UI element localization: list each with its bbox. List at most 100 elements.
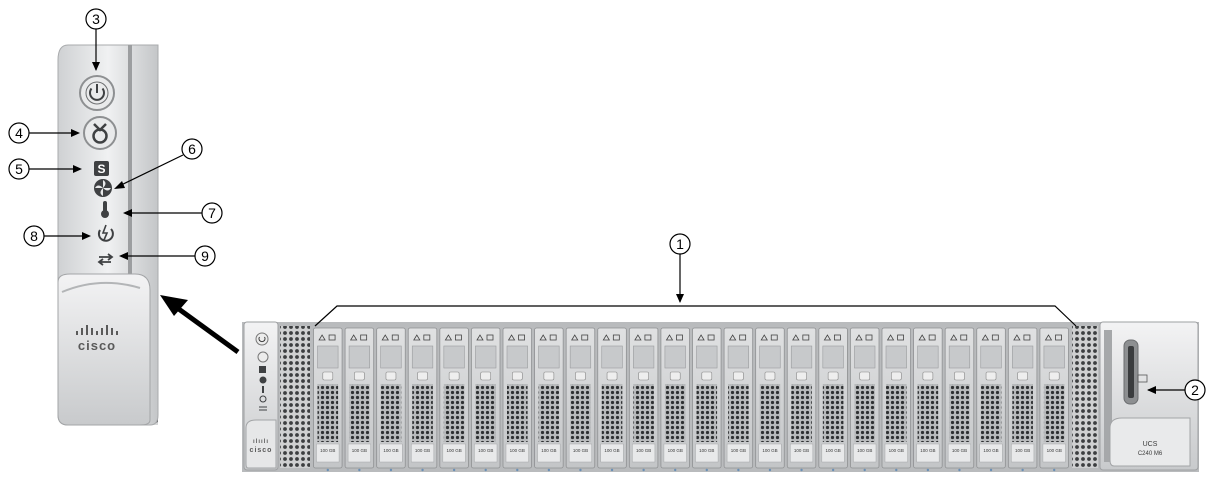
right-vent <box>1072 326 1098 468</box>
drive-release-button[interactable] <box>1017 371 1028 381</box>
drive-bay[interactable]: 100 GB <box>1039 327 1069 472</box>
drive-release-button[interactable] <box>575 371 586 381</box>
drive-bay[interactable]: 100 GB <box>786 327 817 472</box>
drive-bay[interactable]: 100 GB <box>850 327 880 472</box>
drive-bay[interactable]: 100 GB <box>723 327 754 472</box>
drive-release-button[interactable] <box>511 371 523 381</box>
drive-activity-icon <box>676 334 683 341</box>
drive-vent <box>570 384 591 442</box>
drive-release-button[interactable] <box>954 371 965 381</box>
drive-release-button[interactable] <box>480 371 492 381</box>
drive-fault-icon <box>318 334 326 341</box>
drive-release-button[interactable] <box>669 371 681 381</box>
status-icon: S <box>94 161 109 176</box>
drive-bay[interactable]: 100 GB <box>976 327 1006 472</box>
drive-status-led <box>1021 468 1024 472</box>
drive-vent <box>759 384 781 442</box>
drive-bay[interactable]: 100 GB <box>407 327 438 472</box>
front-panel-zoom: S cisco <box>57 44 159 426</box>
drive-capacity-label: 100 GB <box>731 448 746 453</box>
drive-release-button[interactable] <box>764 371 776 381</box>
drive-capacity-label: 100 GB <box>983 448 998 453</box>
drive-bay[interactable]: 100 GB <box>502 327 532 472</box>
drive-release-button[interactable] <box>322 371 334 381</box>
drive-release-button[interactable] <box>985 371 997 381</box>
power-button-icon[interactable] <box>79 75 115 111</box>
drive-vent <box>507 384 528 442</box>
drive-release-button[interactable] <box>543 371 555 381</box>
drive-release-button[interactable] <box>1048 371 1060 381</box>
drive-release-button[interactable] <box>827 371 839 381</box>
svg-text:7: 7 <box>208 205 216 221</box>
drive-bay[interactable]: 100 GB <box>881 327 911 472</box>
drive-bay[interactable]: 100 GB <box>313 327 343 472</box>
drive-bay[interactable]: 100 GB <box>755 327 785 472</box>
drive-vent <box>886 384 907 442</box>
drive-bay[interactable]: 100 GB <box>818 327 848 472</box>
svg-text:5: 5 <box>15 161 23 177</box>
drive-latch <box>1012 345 1034 369</box>
drive-status-led <box>674 468 677 472</box>
drive-latch <box>348 345 370 369</box>
drive-release-button[interactable] <box>890 371 902 381</box>
drive-bay[interactable]: 100 GB <box>1007 327 1038 472</box>
drive-capacity-label: 100 GB <box>573 448 588 453</box>
drive-release-button[interactable] <box>606 371 618 381</box>
drive-release-button[interactable] <box>354 371 365 381</box>
drive-status-led <box>958 468 961 472</box>
drive-latch <box>411 345 434 369</box>
drive-bay[interactable]: 100 GB <box>913 327 943 472</box>
drive-vent <box>728 384 749 442</box>
drive-latch <box>917 345 939 369</box>
drive-release-button[interactable] <box>796 371 807 381</box>
drive-status-led <box>452 468 456 472</box>
drive-bay[interactable]: 100 GB <box>471 327 501 472</box>
drive-vent <box>949 384 970 442</box>
drive-activity-icon <box>644 334 652 341</box>
drive-release-button[interactable] <box>448 371 460 381</box>
drive-status-led <box>547 468 551 472</box>
drive-bay[interactable]: 100 GB <box>565 327 596 472</box>
drive-activity-icon <box>581 334 589 341</box>
drive-status-led <box>989 468 993 472</box>
drive-activity-icon <box>1055 334 1062 341</box>
drive-activity-icon <box>423 334 431 341</box>
drive-status-led <box>421 468 424 472</box>
drive-capacity-label: 100 GB <box>762 448 777 453</box>
drive-bay[interactable]: 100 GB <box>692 327 722 472</box>
drive-vent <box>538 384 560 442</box>
model-label-line1: UCS <box>1143 441 1158 448</box>
drive-bay[interactable]: 100 GB <box>660 327 690 472</box>
drive-release-button[interactable] <box>638 371 649 381</box>
svg-text:6: 6 <box>188 141 196 157</box>
callout-3: 3 <box>85 8 107 71</box>
unit-identification-icon[interactable] <box>83 116 117 150</box>
drive-vent <box>917 384 939 442</box>
drive-release-button[interactable] <box>733 371 744 381</box>
drive-release-button[interactable] <box>385 371 397 381</box>
drive-latch <box>601 345 623 369</box>
drive-bay[interactable]: 100 GB <box>944 327 975 472</box>
drive-capacity-label: 100 GB <box>510 448 525 453</box>
drive-latch <box>538 345 560 369</box>
drive-release-button[interactable] <box>922 371 934 381</box>
drive-bay[interactable]: 100 GB <box>344 327 375 472</box>
drive-activity-icon <box>802 334 810 341</box>
drive-latch <box>633 345 655 369</box>
drive-release-button[interactable] <box>701 371 713 381</box>
callout-9: 9 <box>119 245 216 267</box>
drive-bay[interactable]: 100 GB <box>534 327 564 472</box>
drive-release-button[interactable] <box>859 371 871 381</box>
drive-bay[interactable]: 100 GB <box>597 327 627 472</box>
panel-handle <box>57 273 151 426</box>
drive-release-button[interactable] <box>417 371 428 381</box>
drive-activity-icon <box>865 334 873 341</box>
drive-latch <box>317 345 339 369</box>
drive-bay[interactable]: 100 GB <box>376 327 406 472</box>
drive-bay[interactable]: 100 GB <box>439 327 469 472</box>
drive-bay[interactable]: 100 GB <box>628 327 659 472</box>
drive-status-led <box>516 468 519 472</box>
status-icon <box>259 366 266 373</box>
